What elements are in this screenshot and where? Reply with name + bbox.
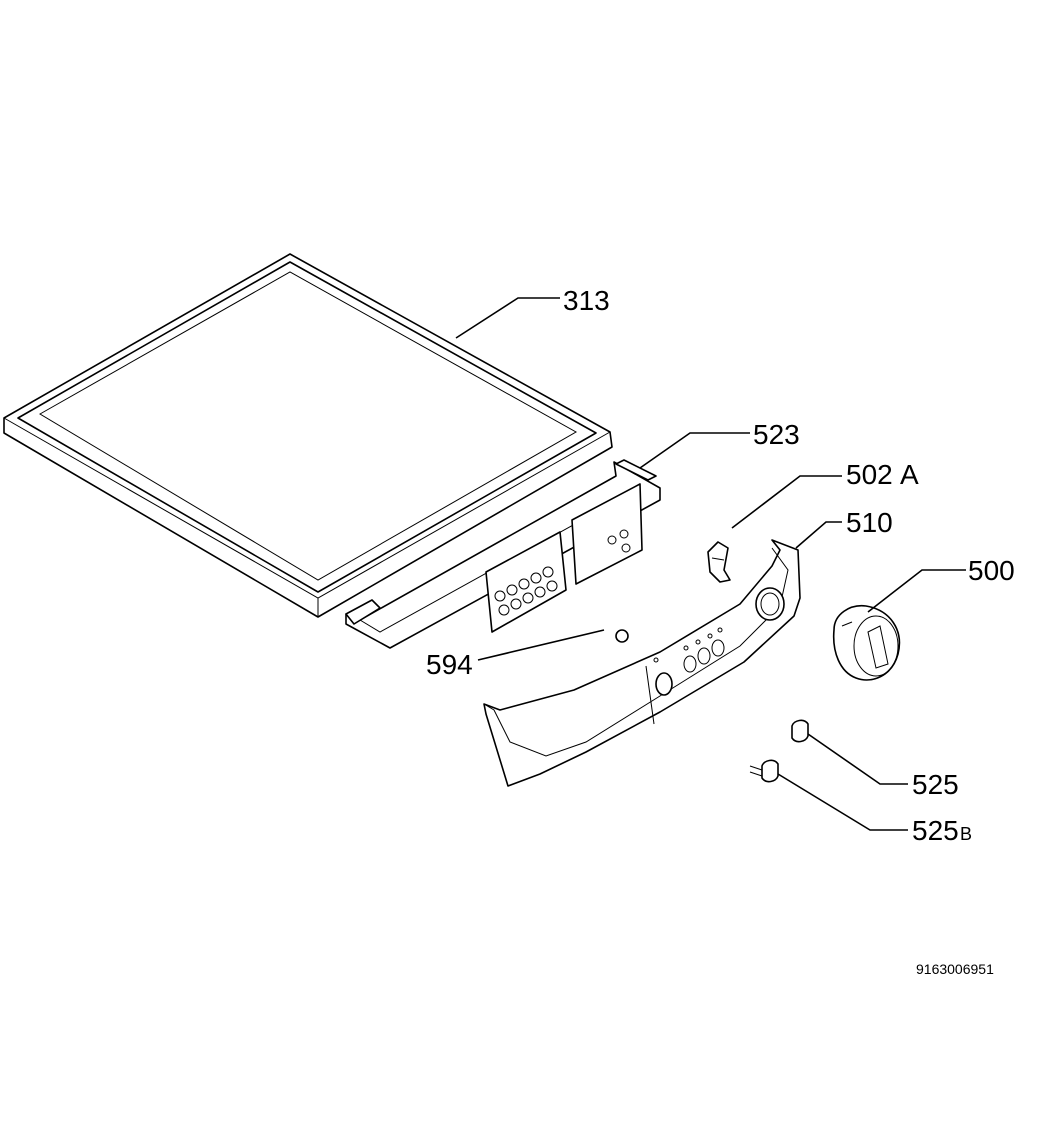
callout-500: 500 — [968, 555, 1015, 586]
part-594-knob — [615, 629, 629, 643]
callout-502: 502 — [846, 459, 893, 490]
callout-525b-suffix: B — [960, 824, 972, 844]
callout-313: 313 — [563, 285, 610, 316]
part-523-bracket — [345, 459, 661, 649]
callout-labels: 313 523 502 A 510 500 594 525 525 B — [426, 285, 1015, 846]
bracket-holes — [494, 529, 631, 616]
part-525b-button — [749, 759, 779, 783]
callout-502-suffix: A — [900, 459, 919, 490]
leader-lines — [455, 297, 966, 831]
part-500-selector-knob — [832, 605, 901, 681]
part-525-button — [791, 719, 809, 743]
callout-510: 510 — [846, 507, 893, 538]
callout-525: 525 — [912, 769, 959, 800]
callout-594: 594 — [426, 649, 473, 680]
drawing-number: 9163006951 — [916, 961, 994, 977]
part-313-lid — [3, 253, 613, 618]
callout-523: 523 — [753, 419, 800, 450]
fascia-buttons — [653, 627, 725, 673]
part-502a-clip — [707, 541, 731, 583]
callout-525b: 525 — [912, 815, 959, 846]
part-510-fascia — [483, 539, 801, 787]
